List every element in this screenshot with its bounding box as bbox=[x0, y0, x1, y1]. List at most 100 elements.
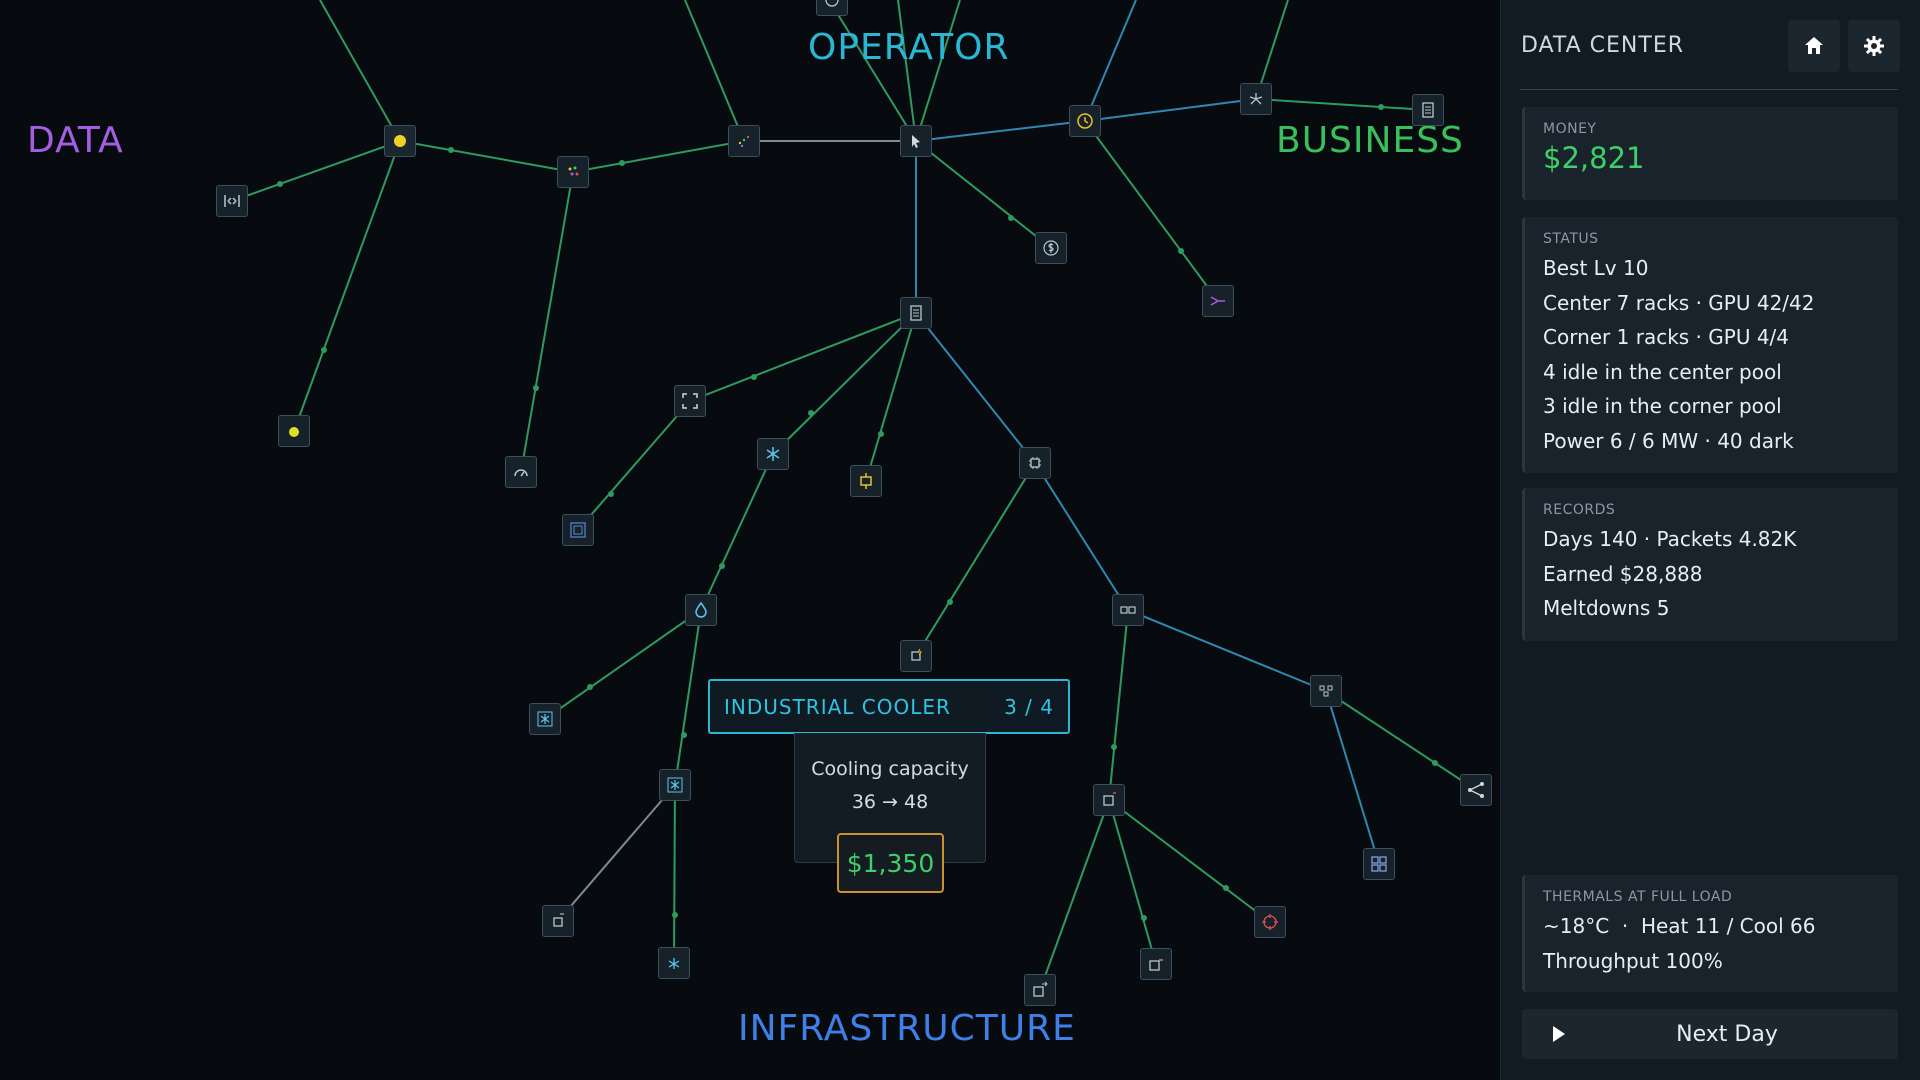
skill-node-chip-red[interactable] bbox=[1093, 784, 1125, 816]
status-caption: STATUS bbox=[1543, 231, 1599, 247]
money-value: $2,821 bbox=[1543, 141, 1645, 175]
sun-icon bbox=[394, 135, 406, 147]
skill-node-cursor[interactable] bbox=[900, 125, 932, 157]
target-icon bbox=[1262, 914, 1278, 930]
tooltip-upgrade-level: 3 / 4 bbox=[1004, 694, 1054, 719]
category-label-business: BUSINESS bbox=[1276, 120, 1464, 161]
document-icon bbox=[1422, 102, 1434, 118]
panel-title: DATA CENTER bbox=[1521, 33, 1685, 58]
server-icon bbox=[910, 305, 922, 321]
skill-node-chip[interactable] bbox=[1019, 447, 1051, 479]
status-line: Best Lv 10 bbox=[1543, 256, 1649, 280]
next-day-button[interactable]: Next Day bbox=[1522, 1009, 1898, 1059]
gauge-icon bbox=[514, 469, 528, 477]
skill-node-fan-plus[interactable] bbox=[658, 947, 690, 979]
skill-node-top[interactable] bbox=[816, 0, 848, 16]
skill-node-fan-box[interactable] bbox=[529, 703, 561, 735]
status-card: STATUS Best Lv 10 Center 7 racks · GPU 4… bbox=[1522, 217, 1898, 473]
skill-node-sparkle[interactable] bbox=[728, 125, 760, 157]
grid-icon bbox=[570, 522, 586, 538]
skill-node-network[interactable] bbox=[1240, 83, 1272, 115]
category-label-data: DATA bbox=[27, 120, 124, 161]
chip-small-icon bbox=[553, 913, 564, 927]
thermals-line: Throughput 100% bbox=[1543, 948, 1723, 973]
fan-icon bbox=[537, 711, 553, 727]
plug-icon bbox=[860, 473, 872, 489]
cursor-icon bbox=[912, 135, 920, 148]
skill-tree[interactable]: DATA OPERATOR BUSINESS INFRASTRUCTURE bbox=[0, 0, 1500, 1080]
status-line: Power 6 / 6 MW · 40 dark bbox=[1543, 428, 1794, 453]
skill-node-chip-small[interactable] bbox=[542, 905, 574, 937]
status-line: 4 idle in the center pool bbox=[1543, 359, 1782, 384]
skill-node-chip-bolt[interactable] bbox=[900, 640, 932, 672]
frame-icon bbox=[682, 393, 698, 409]
share-icon bbox=[1468, 782, 1484, 798]
thermals-line: ~18°C · Heat 11 / Cool 66 bbox=[1543, 914, 1816, 938]
skill-node-target[interactable] bbox=[1254, 906, 1286, 938]
home-button[interactable] bbox=[1788, 20, 1840, 72]
settings-button[interactable] bbox=[1848, 20, 1900, 72]
tooltip-stat-change: 36 → 48 bbox=[851, 791, 929, 813]
chip-bolt-icon bbox=[911, 648, 922, 661]
records-line: Days 140 · Packets 4.82K bbox=[1543, 527, 1797, 551]
merge-icon bbox=[1210, 296, 1225, 306]
compress-icon bbox=[224, 195, 240, 207]
clock-icon bbox=[1077, 113, 1093, 129]
records-caption: RECORDS bbox=[1543, 502, 1616, 518]
thermals-card: THERMALS AT FULL LOAD ~18°C · Heat 11 / … bbox=[1522, 875, 1898, 992]
status-line: 3 idle in the corner pool bbox=[1543, 394, 1782, 418]
next-day-label: Next Day bbox=[1676, 1021, 1778, 1047]
money-card: MONEY $2,821 bbox=[1522, 107, 1898, 200]
thermals-caption: THERMALS AT FULL LOAD bbox=[1543, 889, 1733, 905]
records-line: Earned $28,888 bbox=[1543, 561, 1703, 586]
dollar-icon bbox=[1043, 240, 1059, 256]
chip-arrow-icon bbox=[1033, 981, 1048, 997]
panel-divider bbox=[1520, 89, 1898, 90]
skill-node-dual-chip[interactable] bbox=[1112, 594, 1144, 626]
network-icon bbox=[1249, 93, 1263, 105]
skill-node-grid[interactable] bbox=[562, 514, 594, 546]
skill-node-bulb[interactable] bbox=[278, 415, 310, 447]
chip-pink-icon bbox=[1149, 959, 1163, 971]
dual-chip-icon bbox=[1120, 606, 1136, 614]
play-icon bbox=[1553, 1026, 1565, 1042]
fan-plus-icon bbox=[668, 958, 680, 969]
buy-upgrade-button[interactable]: $1,350 bbox=[837, 833, 944, 893]
dots-icon bbox=[568, 166, 579, 176]
skill-node-gauge[interactable] bbox=[505, 456, 537, 488]
skill-node-dollar[interactable] bbox=[1035, 232, 1067, 264]
skill-node-share[interactable] bbox=[1460, 774, 1492, 806]
skill-node-fan[interactable] bbox=[757, 438, 789, 470]
money-caption: MONEY bbox=[1543, 121, 1597, 137]
skill-node-rack[interactable] bbox=[1310, 675, 1342, 707]
droplet-icon bbox=[695, 601, 707, 618]
skill-node-merge[interactable] bbox=[1202, 285, 1234, 317]
sparkle-icon bbox=[738, 135, 750, 148]
skill-node-server[interactable] bbox=[900, 297, 932, 329]
bulb-icon bbox=[289, 427, 299, 437]
skill-node-chip-arrow[interactable] bbox=[1024, 974, 1056, 1006]
skill-node-plug[interactable] bbox=[850, 465, 882, 497]
skill-node-industrial-cooler[interactable] bbox=[659, 769, 691, 801]
home-icon bbox=[1805, 37, 1823, 54]
category-label-operator: OPERATOR bbox=[808, 27, 1010, 68]
chip-icon bbox=[1029, 457, 1041, 469]
tooltip-stat-label: Cooling capacity bbox=[811, 758, 969, 780]
skill-node-qr[interactable] bbox=[1363, 848, 1395, 880]
skill-node-chip-pink[interactable] bbox=[1140, 948, 1172, 980]
skill-node-dots[interactable] bbox=[557, 156, 589, 188]
skill-node-droplet[interactable] bbox=[685, 594, 717, 626]
records-line: Meltdowns 5 bbox=[1543, 596, 1670, 620]
rack-icon bbox=[1319, 685, 1333, 697]
status-line: Corner 1 racks · GPU 4/4 bbox=[1543, 325, 1790, 349]
skill-node-frame[interactable] bbox=[674, 385, 706, 417]
status-line: Center 7 racks · GPU 42/42 bbox=[1543, 290, 1815, 315]
circle-icon bbox=[825, 0, 839, 7]
records-card: RECORDS Days 140 · Packets 4.82K Earned … bbox=[1522, 488, 1898, 641]
skill-tree-links bbox=[231, 0, 1477, 991]
tooltip-header: INDUSTRIAL COOLER 3 / 4 bbox=[708, 679, 1070, 734]
skill-node-document[interactable] bbox=[1412, 94, 1444, 126]
skill-node-sun[interactable] bbox=[384, 125, 416, 157]
skill-node-clock[interactable] bbox=[1069, 105, 1101, 137]
skill-node-compress[interactable] bbox=[216, 185, 248, 217]
